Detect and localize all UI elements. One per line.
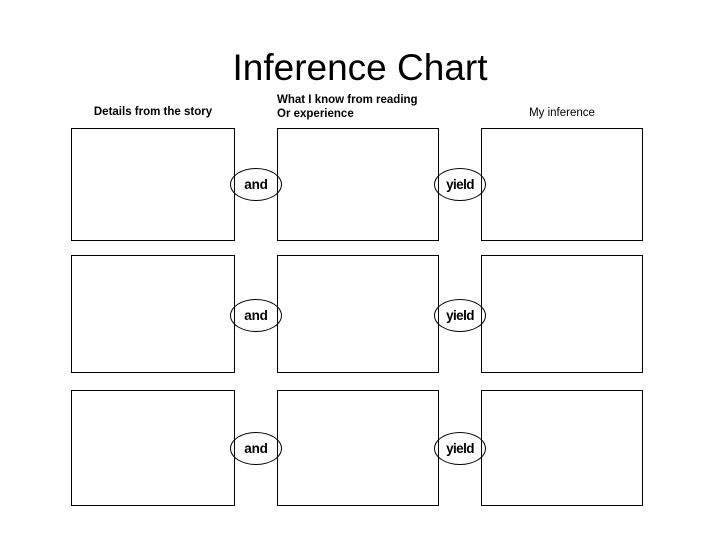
knowledge-box-row-3[interactable] [277, 390, 439, 506]
knowledge-box-row-1[interactable] [277, 128, 439, 241]
column-header-details: Details from the story [93, 106, 213, 118]
connector-yield-row-2: yield [434, 299, 486, 332]
inference-box-row-2[interactable] [481, 255, 643, 373]
connector-and-row-2: and [230, 299, 282, 332]
connector-yield-label: yield [446, 307, 474, 323]
inference-box-row-3[interactable] [481, 390, 643, 506]
details-box-row-2[interactable] [71, 255, 235, 373]
page-title: Inference Chart [232, 47, 488, 88]
connector-yield-label: yield [446, 176, 474, 192]
connector-yield-label: yield [446, 440, 474, 456]
column-header-my-inference: My inference [529, 107, 595, 119]
knowledge-box-row-2[interactable] [277, 255, 439, 373]
connector-and-row-1: and [230, 168, 282, 201]
connector-and-row-3: and [230, 432, 282, 465]
connector-and-label: and [244, 307, 268, 323]
connector-yield-row-1: yield [434, 168, 486, 201]
connector-and-label: and [244, 176, 268, 192]
details-box-row-3[interactable] [71, 390, 235, 506]
column-header-what-i-know: What I know from reading Or experience [277, 93, 507, 121]
connector-and-label: and [244, 440, 268, 456]
column-header-what-i-know-line1: What I know from reading [277, 94, 418, 106]
inference-box-row-1[interactable] [481, 128, 643, 241]
column-header-what-i-know-line2: Or experience [277, 108, 354, 120]
details-box-row-1[interactable] [71, 128, 235, 241]
connector-yield-row-3: yield [434, 432, 486, 465]
